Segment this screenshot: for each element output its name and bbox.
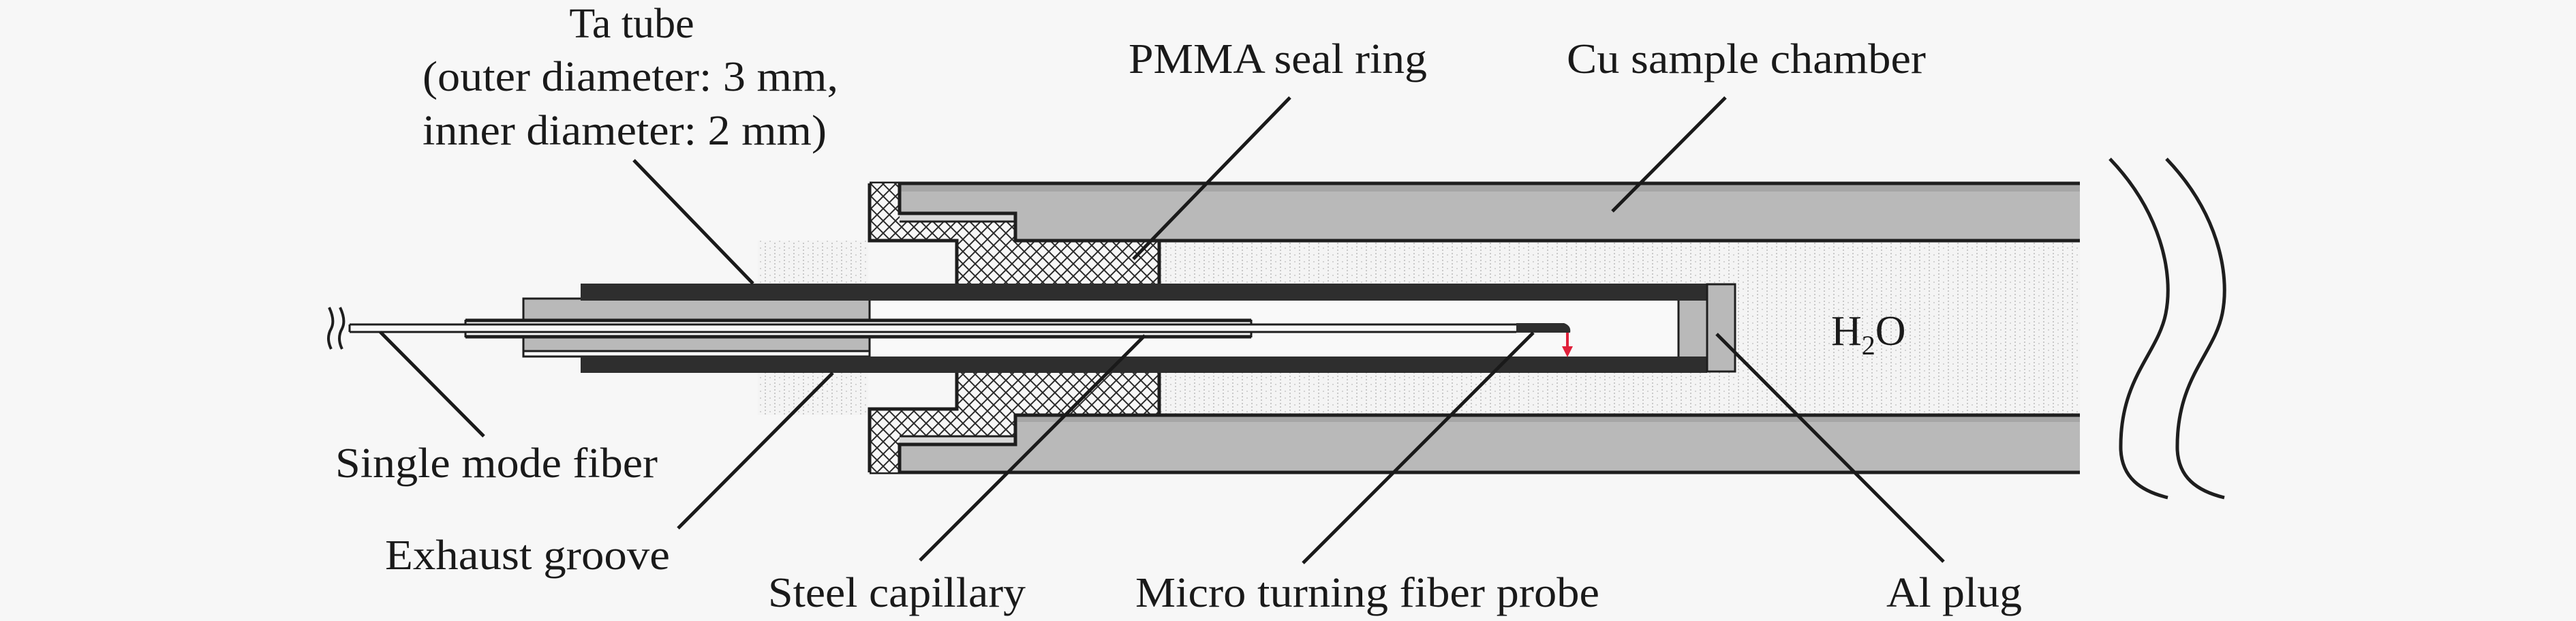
fiber-probe-tip — [1516, 323, 1571, 333]
label-exhaust-groove: Exhaust groove — [385, 532, 670, 579]
laser-arrow-icon — [1562, 333, 1573, 357]
water-h: H — [1831, 308, 1862, 354]
water-o: O — [1875, 308, 1906, 354]
cu-chamber-lower — [870, 413, 2080, 474]
chamber-break-icon — [2109, 157, 2226, 500]
leader-al-plug — [1715, 333, 1945, 563]
water-subscript: 2 — [1862, 330, 1875, 361]
cu-chamber-upper — [870, 181, 2080, 243]
pmma-seal-ring-upper — [868, 183, 1161, 284]
leader-steel-capillary — [919, 334, 1146, 562]
fiber-break-icon — [327, 307, 346, 350]
leader-single-mode-fiber — [379, 331, 485, 438]
water-region-left-upper — [758, 241, 868, 284]
label-steel-capillary: Steel capillary — [768, 570, 1026, 616]
label-cu-sample-chamber: Cu sample chamber — [1567, 36, 1926, 82]
leader-cu-chamber — [1611, 96, 1727, 213]
label-water: H2O — [1831, 308, 1906, 361]
pmma-seal-ring-lower — [868, 373, 1161, 472]
al-plug — [1677, 283, 1736, 373]
leader-micro-probe — [1302, 331, 1535, 564]
label-single-mode-fiber: Single mode fiber — [335, 440, 658, 487]
label-micro-turning-fiber-probe: Micro turning fiber probe — [1135, 570, 1599, 616]
single-mode-fiber — [348, 323, 1516, 333]
ta-tube — [581, 284, 1707, 373]
label-ta-tube-inner: inner diameter: 2 mm) — [423, 108, 827, 154]
label-ta-tube: Ta tube — [569, 1, 694, 47]
label-pmma-seal-ring: PMMA seal ring — [1129, 36, 1427, 82]
leader-ta-tube — [632, 159, 754, 285]
label-ta-tube-outer: (outer diameter: 3 mm, — [423, 54, 838, 100]
leader-pmma — [1132, 96, 1291, 260]
leader-exhaust-groove — [677, 372, 834, 530]
label-al-plug: Al plug — [1886, 570, 2022, 616]
